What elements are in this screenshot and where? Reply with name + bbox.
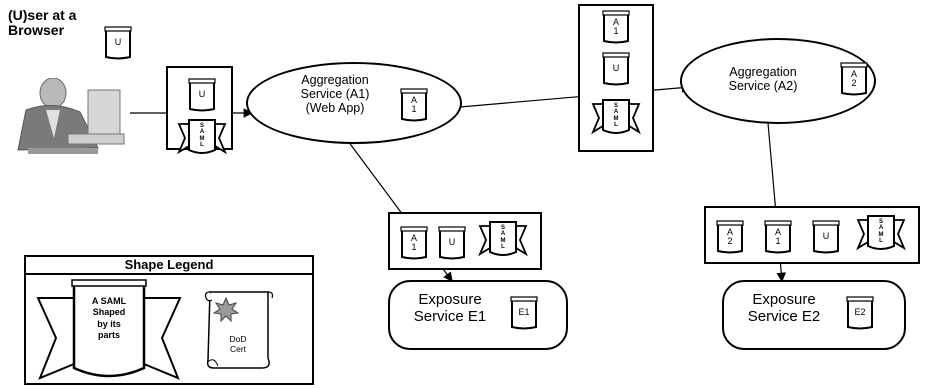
- bundle-e1-doc-u-label: U: [448, 237, 456, 247]
- shape-legend-title: Shape Legend: [24, 255, 314, 275]
- legend-saml-shape-icon: [36, 279, 182, 380]
- bundle-e1-doc-u: U: [438, 226, 466, 262]
- legend-saml-line4: parts: [97, 329, 120, 340]
- bundle-e2-doc-u: U: [812, 220, 840, 256]
- bundle-e2-doc-u-label: U: [822, 231, 830, 241]
- a1-line2: Service (A1): [300, 86, 370, 101]
- aggregation-service-a1-label: Aggregation Service (A1) (Web App): [270, 73, 400, 115]
- legend-dod-cert-text: DoD Cert: [218, 334, 258, 354]
- user-computer-icon: [17, 78, 125, 154]
- exposure-service-e2-label: Exposure Service E2: [732, 291, 836, 325]
- user-token-doc: U: [104, 26, 132, 62]
- legend-saml-line1: A SAML: [91, 296, 127, 306]
- user-token-doc-label: U: [114, 37, 122, 47]
- connector-a1-to-a2: [459, 82, 692, 108]
- legend-saml-line2: Shaped: [92, 307, 126, 318]
- exposure-service-e1: [388, 280, 568, 350]
- aggregation-service-a2-label: Aggregation Service (A2): [708, 65, 818, 94]
- bundle-middle-doc-u: U: [602, 52, 630, 88]
- e1-line2: Service E1: [413, 307, 487, 325]
- a2-line2: Service (A2): [728, 78, 798, 93]
- e2-line2: Service E2: [747, 307, 821, 325]
- e1-token-doc: E1: [510, 296, 538, 332]
- a2-line1: Aggregation: [729, 65, 797, 79]
- legend-saml-text: A SAML Shaped by its parts: [74, 296, 144, 341]
- user-label-line2: Browser: [8, 22, 65, 39]
- bundle-left-doc-u: U: [188, 78, 216, 114]
- legend-saml-line3: by its: [97, 318, 121, 329]
- e1-token-doc-label: E1: [518, 307, 530, 317]
- e2-line1: Exposure: [752, 291, 816, 308]
- a1-line3: (Web App): [305, 100, 365, 115]
- bundle-middle-doc-u-label: U: [612, 63, 620, 73]
- user-label-line1: (U)ser at a: [8, 7, 77, 23]
- exposure-service-e2: [722, 280, 906, 350]
- a1-line1: Aggregation: [301, 73, 369, 87]
- e2-token-doc-label: E2: [854, 307, 866, 317]
- bundle-left-doc-u-label: U: [198, 89, 206, 99]
- exposure-service-e1-label: Exposure Service E1: [398, 291, 502, 325]
- user-label: (U)ser at a Browser: [8, 7, 77, 39]
- e2-token-doc: E2: [846, 296, 874, 332]
- legend-cert-line2: Cert: [229, 344, 247, 355]
- legend-cert-line1: DoD: [229, 334, 247, 344]
- e1-line1: Exposure: [418, 291, 482, 308]
- legend-dod-cert-icon: [204, 291, 274, 369]
